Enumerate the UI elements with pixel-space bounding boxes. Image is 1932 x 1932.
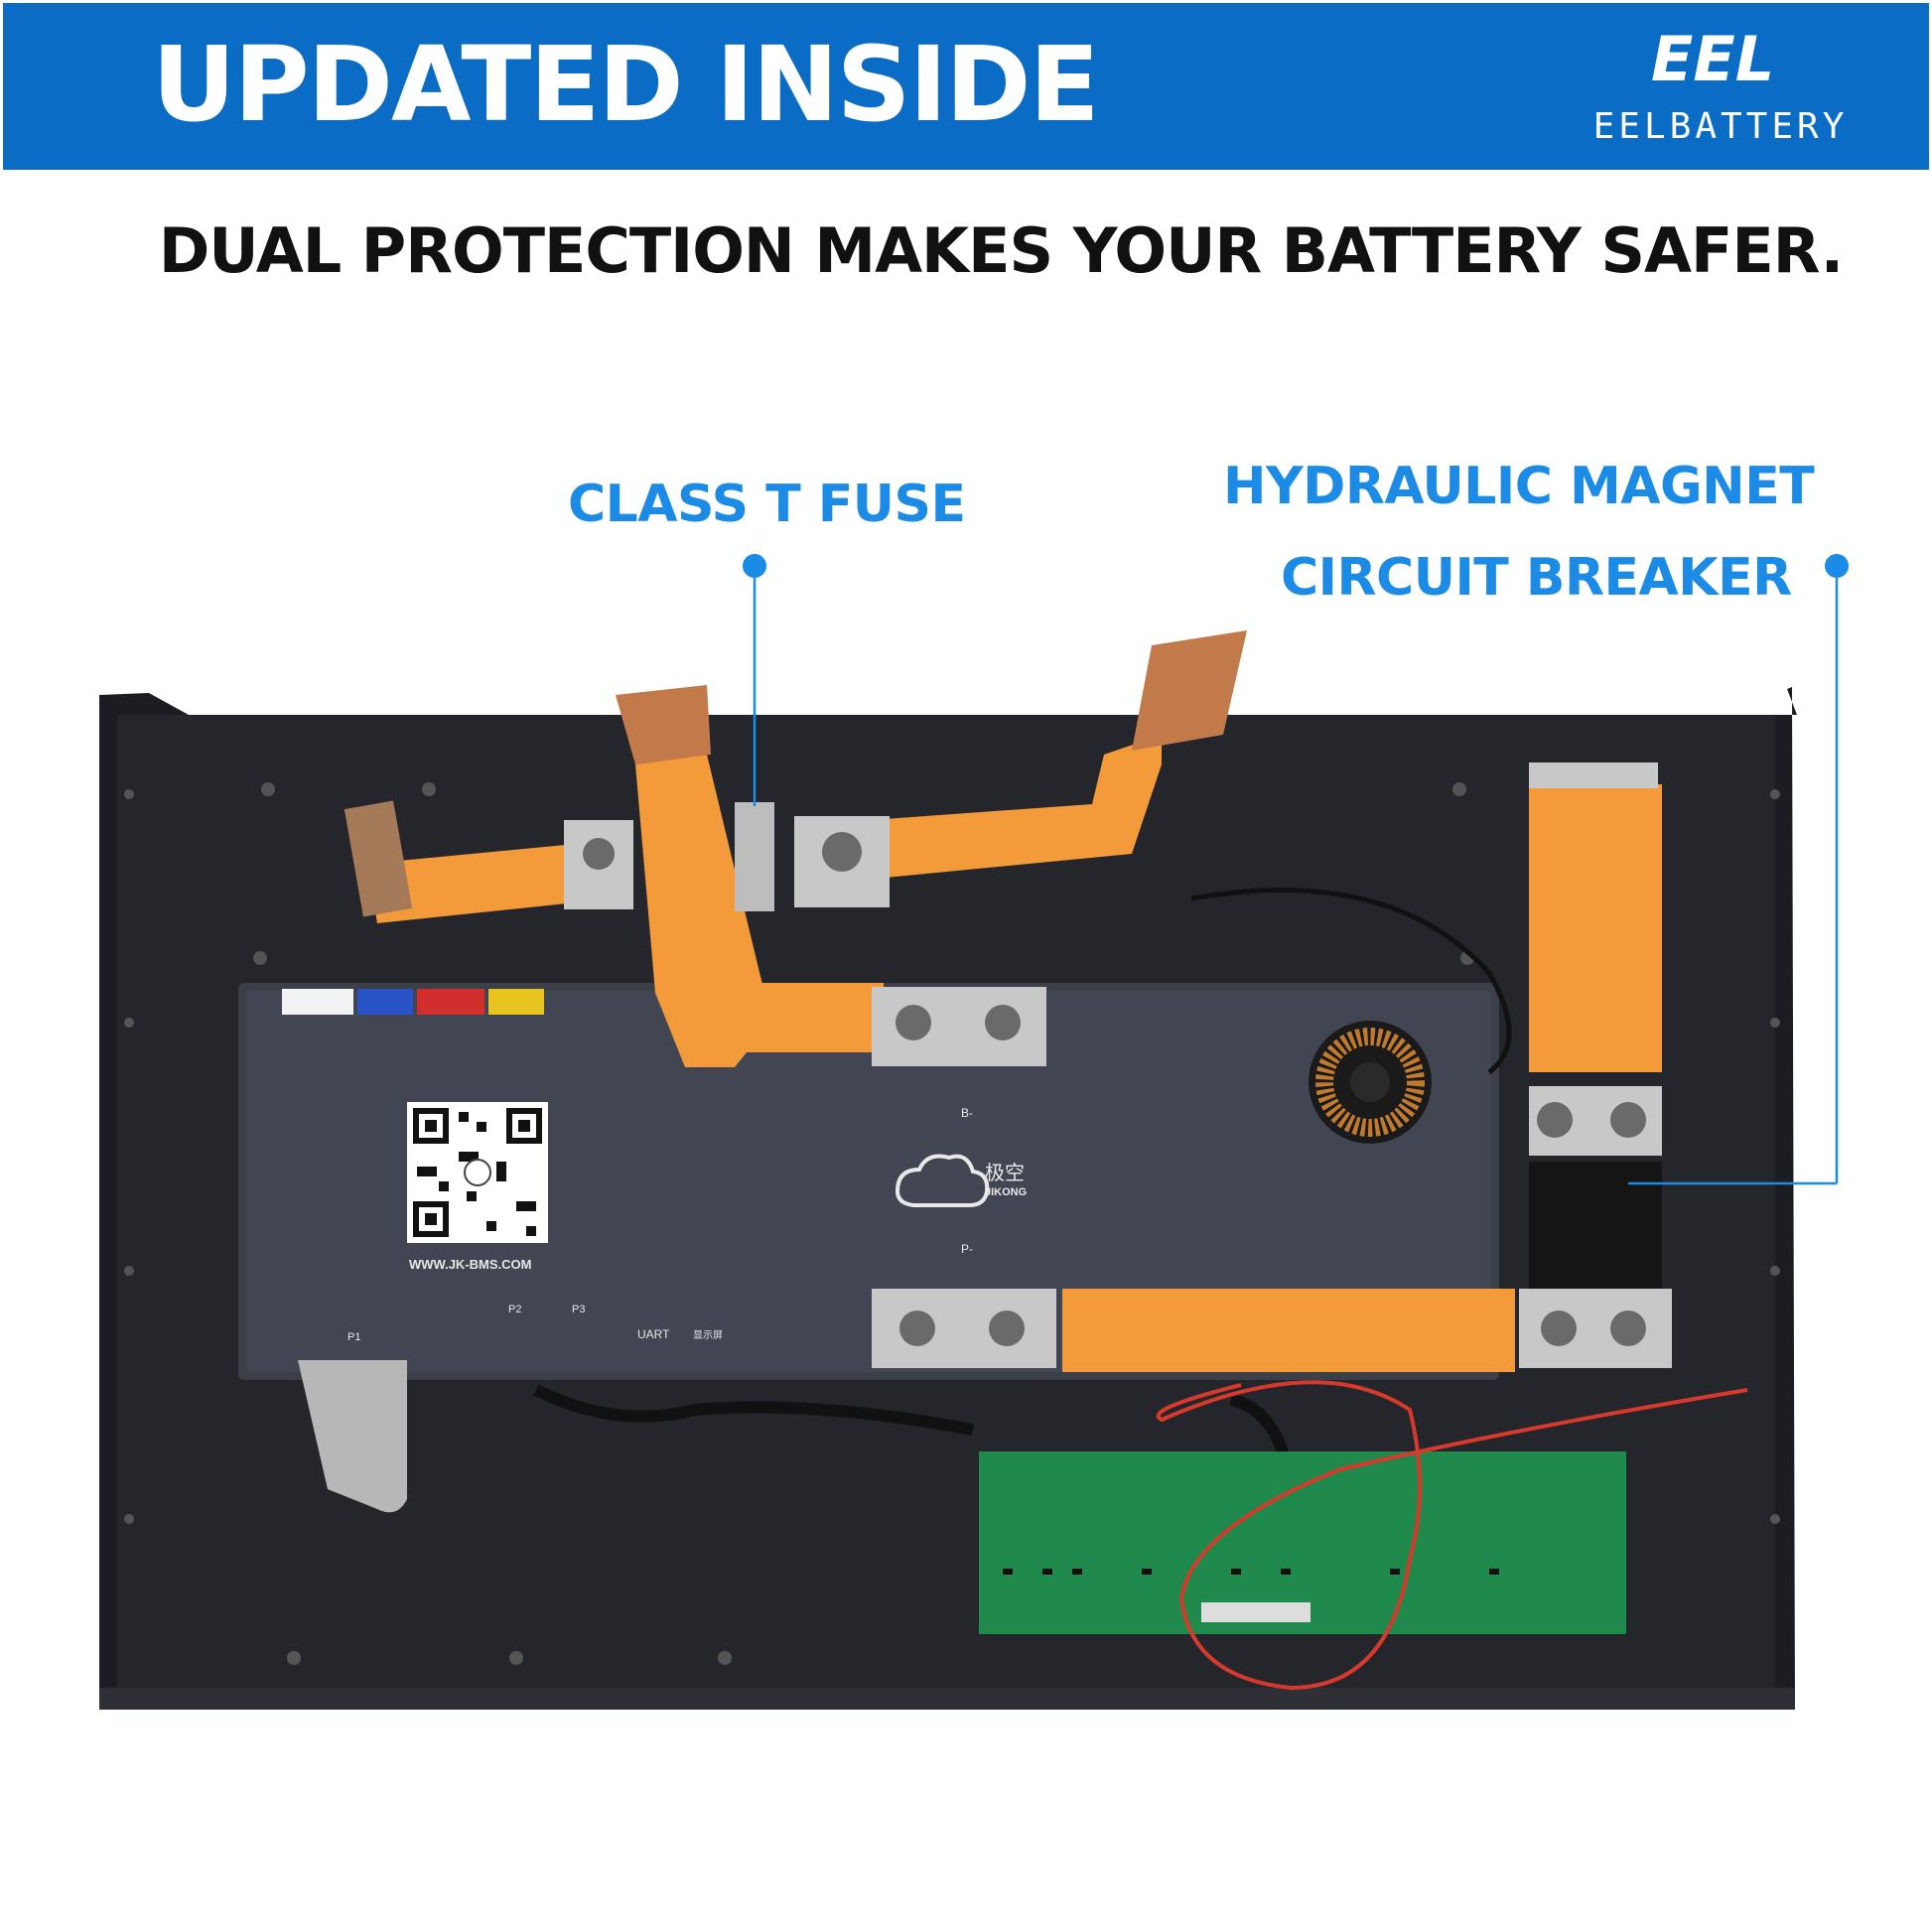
bms-p-minus: P-	[961, 1242, 973, 1256]
port-p1: P1	[347, 1331, 360, 1343]
class-t-fuse	[735, 802, 774, 911]
port-p3: P3	[572, 1304, 585, 1315]
bms-brand: JIKONG	[985, 1186, 1027, 1198]
brand-wordmark: EELBATTERY	[1592, 106, 1849, 147]
screws	[124, 782, 1780, 1665]
callout-breaker-line1: HYDRAULIC MAGNET	[1223, 457, 1815, 516]
ribbon-cable	[298, 1360, 407, 1513]
logo-mark-text: EEL	[1651, 23, 1774, 92]
qr-code	[407, 1102, 548, 1243]
port-p2: P2	[508, 1304, 521, 1315]
callout-breaker-line2: CIRCUIT BREAKER	[1281, 548, 1792, 608]
hydraulic-magnet-breaker	[1529, 1162, 1662, 1289]
red-wire	[1156, 1380, 1748, 1691]
bms-brand-cn: 极空	[985, 1162, 1025, 1184]
copper-terminals	[616, 630, 1247, 764]
port-uart: UART	[637, 1327, 670, 1341]
bms-url: WWW.JK-BMS.COM	[409, 1257, 531, 1272]
port-display: 显示屏	[693, 1329, 723, 1341]
callout-class-t-fuse: CLASS T FUSE	[568, 475, 966, 534]
cloud-logo-icon	[895, 1154, 990, 1207]
busbars	[367, 735, 1662, 1372]
header-banner: UPDATED INSIDE EEL EELBATTERY	[3, 3, 1929, 170]
subtitle: DUAL PROTECTION MAKES YOUR BATTERY SAFER…	[158, 214, 1844, 287]
callout-leaders	[743, 554, 1849, 1185]
page-title: UPDATED INSIDE	[152, 24, 1100, 145]
brand-logo-icon: EEL	[1651, 23, 1774, 92]
bms-b-minus: B-	[961, 1106, 973, 1120]
